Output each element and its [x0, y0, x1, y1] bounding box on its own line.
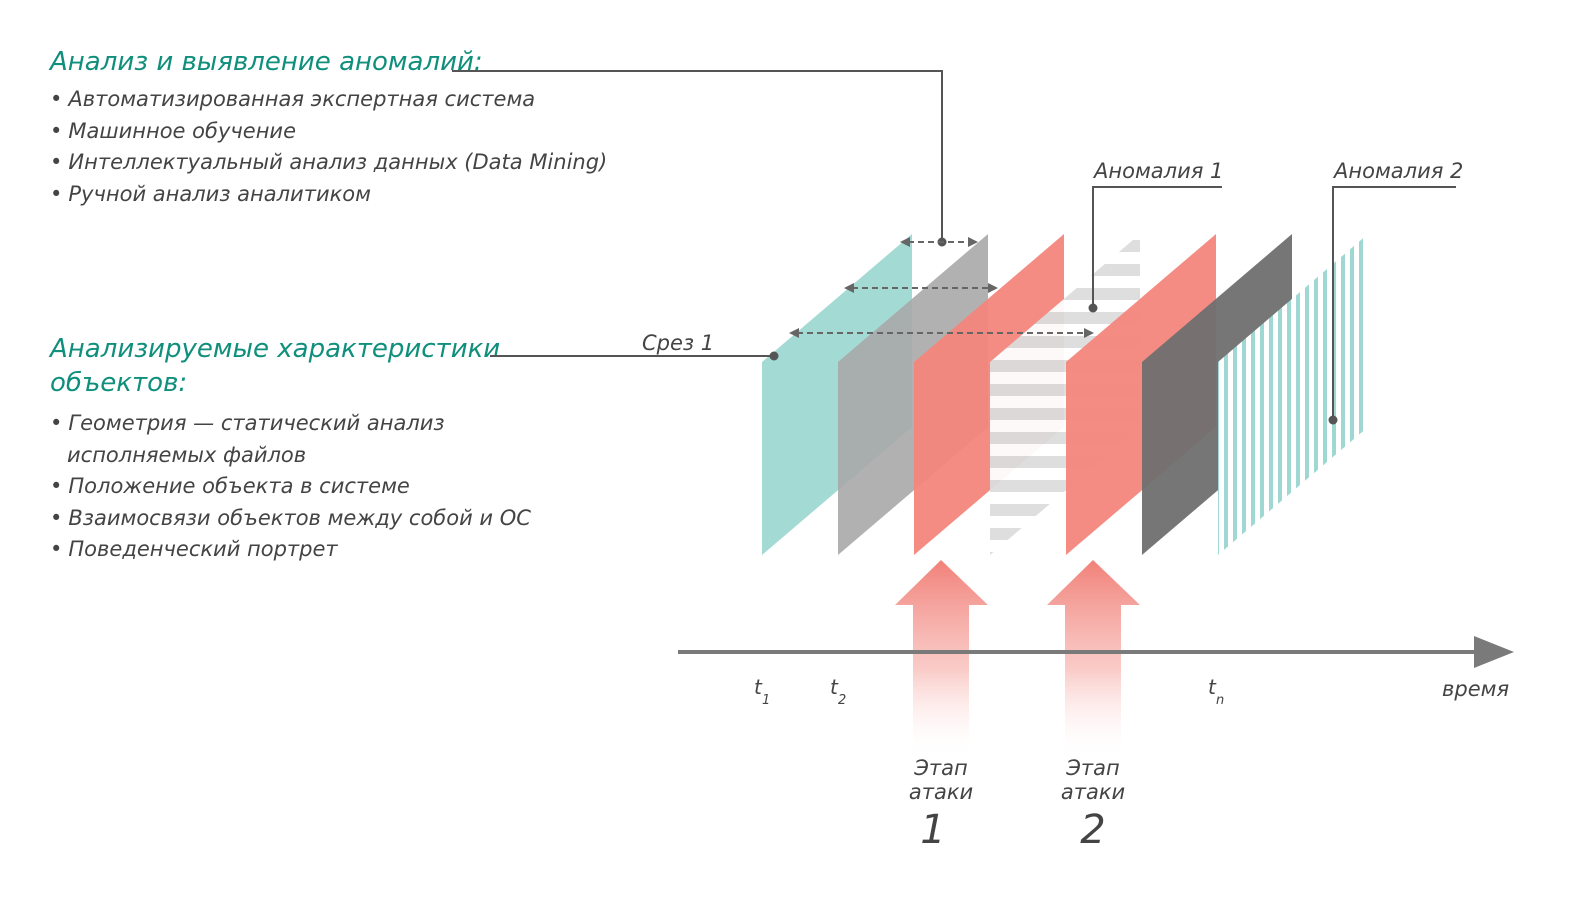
time-axis-arrowhead: [1474, 636, 1514, 668]
svg-text:Этап: Этап: [1065, 756, 1120, 780]
tick-t2: t 2: [830, 675, 846, 708]
characteristics-list: Геометрия — статический анализ исполняем…: [50, 408, 531, 566]
svg-text:атаки: атаки: [1061, 780, 1125, 804]
attack-stage-2-label: Этап атаки 2: [1061, 756, 1125, 853]
tick-t1: t 1: [754, 675, 770, 708]
svg-text:2: 2: [838, 693, 846, 708]
svg-text:Этап: Этап: [913, 756, 968, 780]
anomaly-analysis-heading: Анализ и выявление аномалий:: [50, 47, 483, 77]
list-item-continuation: исполняемых файлов: [67, 442, 307, 467]
slice-red-1: [914, 234, 1064, 555]
slice-red-2: [1066, 234, 1216, 555]
anomaly-2-label: Аномалия 2: [1332, 159, 1463, 183]
slice-striped-anomaly-2: [1218, 234, 1368, 555]
slice-1-label: Срез 1: [642, 331, 714, 355]
attack-stage-1-label: Этап атаки 1: [909, 756, 973, 853]
slice-1-dot: [769, 351, 779, 361]
svg-text:t: t: [1208, 675, 1217, 699]
attack-stage-1-arrow: [895, 560, 988, 760]
svg-text:n: n: [1216, 693, 1224, 708]
dashed-arrow-heads: [789, 237, 1094, 338]
anomaly-2-leader-line: [1332, 186, 1456, 420]
dashed-interval-arrows: [797, 241, 1086, 334]
slice-gray: [838, 234, 988, 555]
tick-tn: t n: [1208, 675, 1224, 708]
svg-text:2: 2: [1080, 807, 1105, 853]
slice-teal: [762, 234, 912, 555]
anomaly-1-dot: [1088, 303, 1098, 313]
anomaly-analysis-list: Автоматизированная экспертная система Ма…: [50, 84, 607, 210]
svg-text:1: 1: [920, 807, 945, 853]
svg-text:t: t: [754, 675, 763, 699]
characteristics-heading-line2: объектов:: [50, 368, 188, 398]
svg-text:t: t: [830, 675, 839, 699]
time-axis-label: время: [1442, 677, 1509, 701]
anomaly-1-label: Аномалия 1: [1092, 159, 1223, 183]
svg-text:атаки: атаки: [909, 780, 973, 804]
svg-text:1: 1: [762, 693, 770, 708]
list-item: Машинное обучение: [50, 116, 607, 148]
anomaly-analysis-leader-line: [452, 70, 943, 242]
characteristics-heading-line1: Анализируемые характеристики: [50, 334, 501, 364]
list-item: Геометрия — статический анализ: [50, 408, 531, 440]
list-item: Ручной анализ аналитиком: [50, 179, 607, 211]
slice-dark-gray: [1142, 234, 1292, 555]
list-item: Поведенческий портрет: [50, 534, 531, 566]
slice-striped-anomaly-1: [990, 234, 1140, 555]
list-item: Автоматизированная экспертная система: [50, 84, 607, 116]
list-item: Интеллектуальный анализ данных (Data Min…: [50, 147, 607, 179]
list-item: Положение объекта в системе: [50, 471, 531, 503]
anomaly-2-dot: [1328, 415, 1338, 425]
list-item: Взаимосвязи объектов между собой и ОС: [50, 503, 531, 535]
attack-stage-2-arrow: [1047, 560, 1140, 760]
anomaly-1-leader-line: [1092, 186, 1222, 308]
